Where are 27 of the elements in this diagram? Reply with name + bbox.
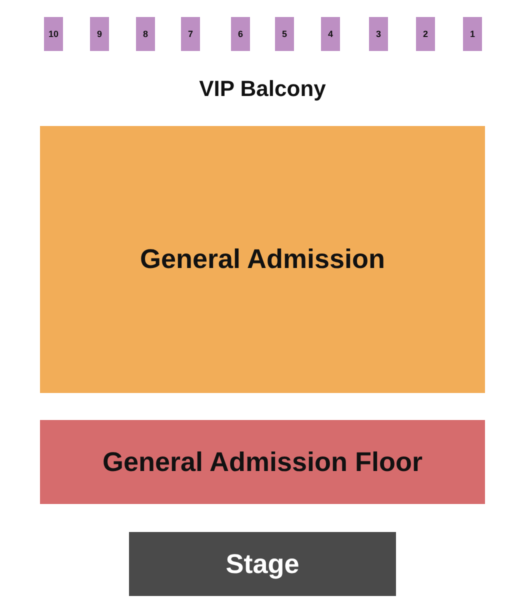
box-number: 4 (328, 29, 333, 39)
balcony-box (275, 17, 294, 51)
box-number: 5 (282, 29, 287, 39)
box-number: 10 (48, 29, 58, 39)
balcony-box (463, 17, 482, 51)
balcony-box (90, 17, 109, 51)
balcony-box (44, 17, 63, 51)
balcony-box (231, 17, 250, 51)
stage (129, 532, 396, 596)
section-label: General Admission (140, 244, 386, 275)
seating-section (40, 420, 485, 504)
seating-section (40, 126, 485, 393)
stage-label: Stage (226, 548, 300, 580)
balcony-box (369, 17, 388, 51)
balcony-box (321, 17, 340, 51)
box-number: 1 (470, 29, 475, 39)
box-number: 3 (376, 29, 381, 39)
section-label: VIP Balcony (198, 76, 327, 102)
balcony-box (136, 17, 155, 51)
box-number: 8 (142, 29, 148, 39)
box-number: 2 (422, 29, 428, 39)
box-number: 9 (96, 29, 102, 39)
box-number: 7 (188, 29, 193, 39)
balcony-box (416, 17, 435, 51)
balcony-box (181, 17, 200, 51)
section-label: General Admission Floor (102, 446, 423, 478)
box-number: 6 (238, 29, 243, 39)
